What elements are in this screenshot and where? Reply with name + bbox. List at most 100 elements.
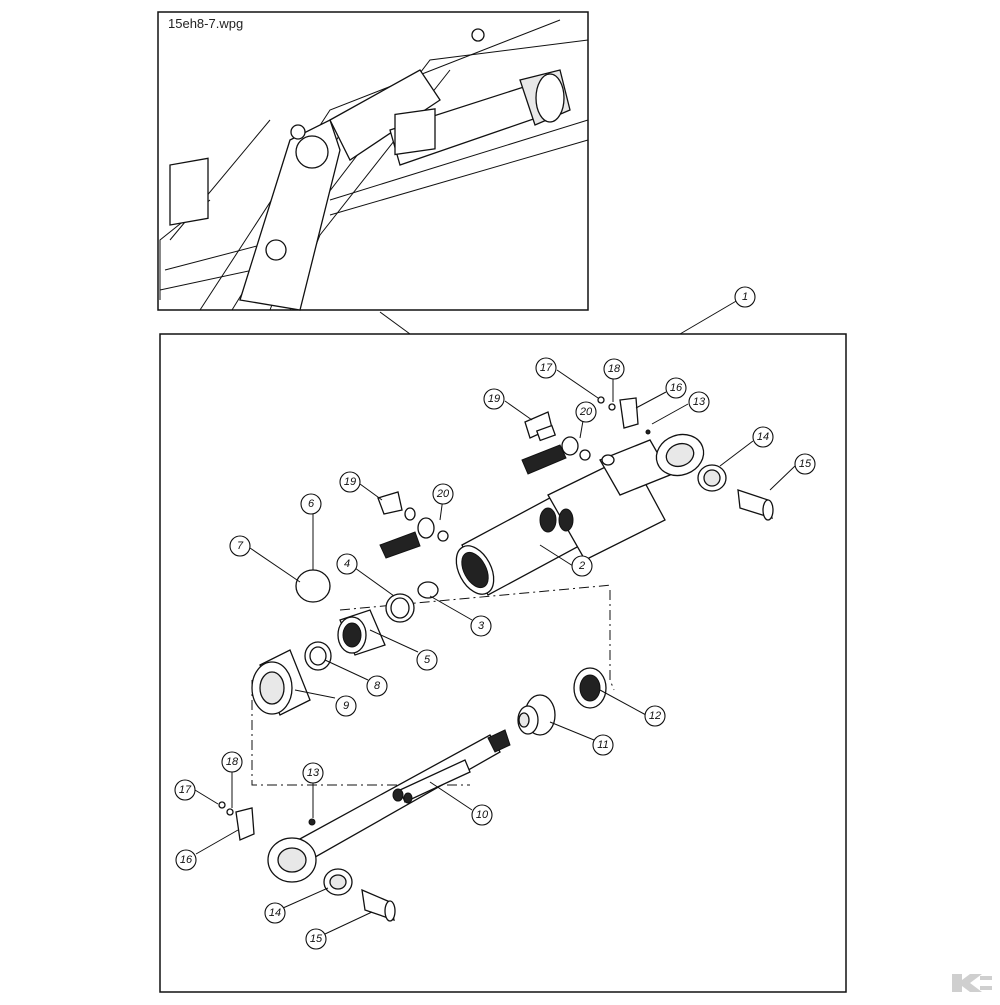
callout-13: 13: [302, 762, 324, 784]
callout-circle: [174, 779, 196, 801]
callout-14: 14: [264, 902, 286, 924]
callout-circle: [483, 388, 505, 410]
callout-label: 11: [597, 739, 608, 751]
callout-circle: [688, 391, 710, 413]
callout-19: 19: [483, 388, 505, 410]
callout-17: 17: [535, 357, 557, 379]
callout-circle: [366, 675, 388, 697]
callout-circle: [300, 493, 322, 515]
callout-label: 3: [478, 620, 485, 632]
callout-label: 4: [344, 558, 350, 570]
callout-label: 8: [374, 680, 381, 692]
exploded-view-frame: [159, 333, 847, 993]
callout-label: 9: [343, 700, 349, 712]
callout-circle: [794, 453, 816, 475]
callout-label: 17: [540, 362, 553, 374]
callout-13: 13: [688, 391, 710, 413]
callout-label: 7: [237, 540, 244, 552]
callout-circle: [305, 928, 327, 950]
callout-4: 4: [336, 553, 358, 575]
callout-12: 12: [644, 705, 666, 727]
callout-label: 10: [476, 809, 489, 821]
callout-label: 16: [180, 854, 193, 866]
callout-group: 1 17 18 16 13 19 20 14 15 19 20 6 7 4 2 3 5 8 9 12 11 10 13 18 1…: [174, 286, 816, 950]
callout-2: 2: [571, 555, 593, 577]
callout-label: 13: [307, 767, 320, 779]
callout-1: 1: [734, 286, 756, 308]
callout-label: 12: [649, 710, 661, 722]
callout-label: 6: [308, 498, 315, 510]
callout-circle: [175, 849, 197, 871]
callout-circle: [221, 751, 243, 773]
callout-circle: [302, 762, 324, 784]
callout-7: 7: [229, 535, 251, 557]
callout-circle: [752, 426, 774, 448]
callout-label: 2: [578, 560, 585, 572]
callout-6: 6: [300, 493, 322, 515]
piston-parts: [517, 667, 607, 736]
callout-17: 17: [174, 779, 196, 801]
callout-label: 14: [757, 431, 769, 443]
callout-circle: [571, 555, 593, 577]
leader-lines: [194, 369, 796, 935]
callout-circle: [535, 357, 557, 379]
callout-label: 1: [742, 291, 748, 303]
callout-14: 14: [752, 426, 774, 448]
callout-circle: [470, 615, 492, 637]
callout-label: 19: [344, 476, 356, 488]
callout-20: 20: [432, 483, 454, 505]
callout-label: 20: [579, 406, 593, 418]
seals-and-rings: [251, 569, 439, 716]
callout-circle: [592, 734, 614, 756]
callout-label: 13: [693, 396, 706, 408]
callout-circle: [336, 553, 358, 575]
piston-rod: [218, 729, 511, 922]
callout-15: 15: [305, 928, 327, 950]
callout-label: 18: [608, 363, 621, 375]
callout-circle: [575, 401, 597, 423]
file-label: 15eh8-7.wpg: [168, 16, 244, 31]
callout-8: 8: [366, 675, 388, 697]
callout-label: 15: [799, 458, 812, 470]
callout-label: 16: [670, 382, 683, 394]
alignment-guide: [251, 584, 615, 786]
cylinder-barrel: [455, 433, 705, 596]
callout-11: 11: [592, 734, 614, 756]
callout-label: 18: [226, 756, 239, 768]
callout-label: 20: [436, 488, 450, 500]
callout-circle: [734, 286, 756, 308]
callout-19: 19: [339, 471, 361, 493]
upper-fittings: [377, 396, 774, 559]
callout-label: 19: [488, 393, 500, 405]
callout-circle: [432, 483, 454, 505]
callout-circle: [471, 804, 493, 826]
callout-circle: [644, 705, 666, 727]
callout-label: 14: [269, 907, 281, 919]
callout-15: 15: [794, 453, 816, 475]
callout-20: 20: [575, 401, 597, 423]
callout-circle: [603, 358, 625, 380]
callout-label: 5: [424, 654, 431, 666]
callout-label: 15: [310, 933, 323, 945]
callout-label: 17: [179, 784, 192, 796]
callout-16: 16: [665, 377, 687, 399]
overview-inset: [157, 11, 589, 311]
callout-circle: [264, 902, 286, 924]
callout-circle: [665, 377, 687, 399]
callout-18: 18: [221, 751, 243, 773]
callout-circle: [335, 695, 357, 717]
callout-5: 5: [416, 649, 438, 671]
callout-16: 16: [175, 849, 197, 871]
callout-9: 9: [335, 695, 357, 717]
callout-circle: [416, 649, 438, 671]
callout-1-leader: [679, 299, 739, 335]
inset-connector: [379, 311, 411, 335]
callout-18: 18: [603, 358, 625, 380]
callout-circle: [229, 535, 251, 557]
callout-3: 3: [470, 615, 492, 637]
brand-logo-icon: [952, 974, 992, 992]
callout-10: 10: [471, 804, 493, 826]
callout-circle: [339, 471, 361, 493]
